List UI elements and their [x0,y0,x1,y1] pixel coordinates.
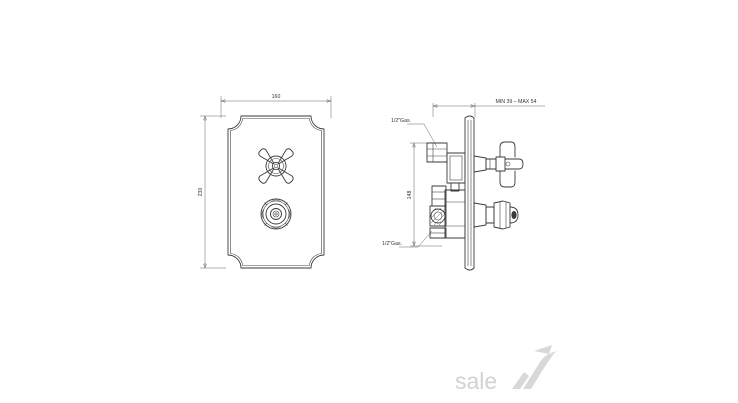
spacing-label: 148 [407,191,413,200]
width-label: 160 [272,94,281,100]
plate-outline-outer [227,115,325,269]
height-label: 230 [198,188,204,197]
depth-label: MIN 39 – MAX 54 [496,99,537,105]
sale-watermark: sale [455,345,556,394]
check-swoosh-icon [512,345,556,389]
watermark-text: sale [455,368,497,394]
bottom-connection-label: 1/2"Gas. [382,241,402,247]
upper-handle-side [473,141,524,188]
lower-outlet-fitting [429,185,447,239]
upper-cross-handle [258,148,294,184]
side-plate [464,115,475,271]
top-connection-label: 1/2"Gas. [391,118,411,124]
valve-body [444,152,466,239]
height-dimension: 230 [198,115,226,269]
width-dimension: 160 [220,94,332,118]
plate-outline-inner [230,118,322,266]
top-connection-callout: 1/2"Gas. [391,118,438,148]
lower-knob [260,198,292,230]
bottom-connection-callout: 1/2"Gas. [382,230,433,248]
depth-dimension: MIN 39 – MAX 54 [432,99,545,117]
lower-knob-side [473,200,519,230]
spacing-dimension: 148 [407,142,442,247]
side-view: MIN 39 – MAX 54 148 1/2"Gas. 1/2"Gas. [382,99,545,271]
front-view: 160 230 [198,94,332,269]
top-inlet-fitting [426,142,448,163]
